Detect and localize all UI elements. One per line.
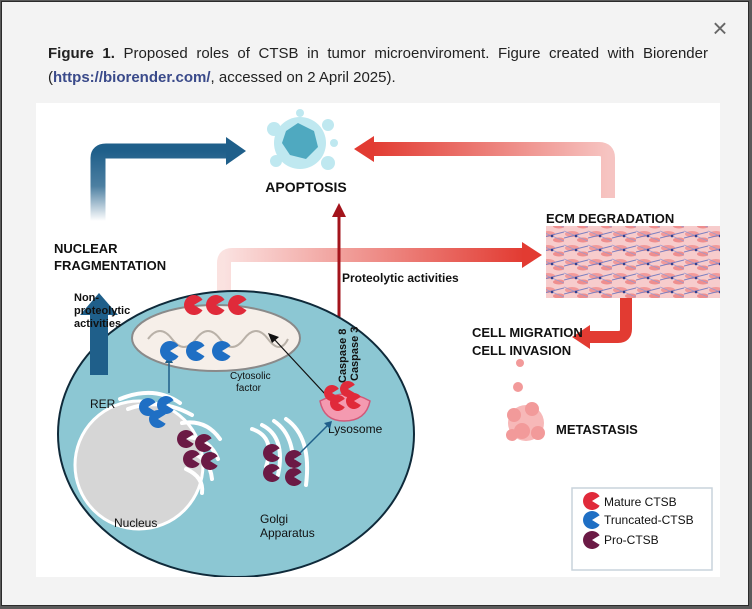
truncated-ctsb-marker <box>160 341 179 361</box>
mature-ctsb-marker <box>339 381 355 397</box>
nucleus <box>73 399 205 531</box>
ctsb-markers <box>139 295 361 487</box>
caspase-3-label: Caspase 3 <box>349 327 361 381</box>
cell-invasion-label: CELL INVASION <box>472 343 571 358</box>
biorender-link[interactable]: https://biorender.com/ <box>53 69 211 86</box>
apoptosis-label: APOPTOSIS <box>265 179 346 195</box>
caption-text: Proposed roles of CTSB in tumor microenv… <box>48 45 708 86</box>
pro-ctsb-marker <box>263 444 280 463</box>
figure-caption: Figure 1. Proposed roles of CTSB in tumo… <box>48 42 708 90</box>
ecm-degradation-label: ECM DEGRADATION <box>546 211 674 226</box>
caspase-8-label: Caspase 8 <box>337 329 349 383</box>
non-proteolytic-label-2: proteolytic <box>74 305 130 317</box>
golgi-label-1: Golgi <box>260 512 288 526</box>
non-proteolytic-arrow <box>80 293 118 375</box>
mature-ctsb-marker <box>329 395 345 411</box>
metastasis-cluster-icon <box>506 359 545 441</box>
apoptotic-cell-icon <box>267 109 338 170</box>
lysosome-to-mito-arrow <box>268 333 327 396</box>
ecm-to-migration-arrow <box>572 291 632 349</box>
proteolytic-label: Proteolytic activities <box>342 271 459 285</box>
legend-pro-label: Pro-CTSB <box>604 533 659 547</box>
nucleus-label: Nucleus <box>114 516 157 530</box>
golgi-label-2: Apparatus <box>260 526 315 540</box>
legend: Mature CTSB Truncated-CTSB Pro-CTSB <box>571 487 713 571</box>
figure-image: APOPTOSIS ECM DEGRADATION NUCLEAR FRAGME… <box>36 103 720 578</box>
nuclear-to-apoptosis-arrow <box>90 137 246 221</box>
nuclear-label-2: FRAGMENTATION <box>54 258 166 273</box>
caption-text-end: , accessed on 2 April 2025). <box>210 69 396 86</box>
legend-pro-icon <box>583 531 600 549</box>
truncated-ctsb-marker <box>212 341 231 361</box>
nuclear-label-1: NUCLEAR <box>54 241 118 256</box>
truncated-ctsb-marker <box>186 341 205 361</box>
pro-ctsb-marker <box>200 452 218 471</box>
lysosome-label: Lysosome <box>328 422 383 436</box>
mature-ctsb-marker <box>184 295 203 315</box>
truncated-ctsb-marker <box>149 410 166 429</box>
truncated-ctsb-marker <box>139 398 156 416</box>
rer-label: RER <box>90 397 116 411</box>
mature-ctsb-marker <box>206 295 225 315</box>
pro-ctsb-marker <box>183 449 200 469</box>
metastasis-label: METASTASIS <box>556 422 638 437</box>
ctsb-diagram: APOPTOSIS ECM DEGRADATION NUCLEAR FRAGME… <box>54 109 720 578</box>
cytosolic-label-1: Cytosolic <box>230 371 271 382</box>
pro-ctsb-marker <box>194 434 212 453</box>
pro-ctsb-marker <box>176 430 194 449</box>
non-proteolytic-label-1: Non- <box>74 292 99 304</box>
legend-truncated-icon <box>583 511 600 530</box>
pro-ctsb-marker <box>285 449 302 469</box>
golgi-to-lysosome-arrow <box>297 421 332 456</box>
pro-ctsb-marker <box>285 468 302 487</box>
cytosolic-label-2: factor <box>236 383 262 394</box>
non-proteolytic-label-3: activities <box>74 318 121 330</box>
cell-migration-label: CELL MIGRATION <box>472 325 583 340</box>
legend-mature-icon <box>583 491 600 510</box>
caption-label: Figure 1. <box>48 45 115 62</box>
truncated-ctsb-marker <box>157 396 174 415</box>
close-icon[interactable]: × <box>712 13 728 43</box>
proteolytic-arrow <box>217 242 542 293</box>
legend-mature-label: Mature CTSB <box>604 495 677 509</box>
ecm-tissue-image <box>546 226 720 298</box>
pro-ctsb-marker <box>263 464 280 483</box>
legend-truncated-label: Truncated-CTSB <box>604 513 694 527</box>
ecm-to-apoptosis-arrow <box>354 136 615 198</box>
mature-ctsb-marker <box>345 393 361 409</box>
mature-ctsb-marker <box>228 295 247 315</box>
